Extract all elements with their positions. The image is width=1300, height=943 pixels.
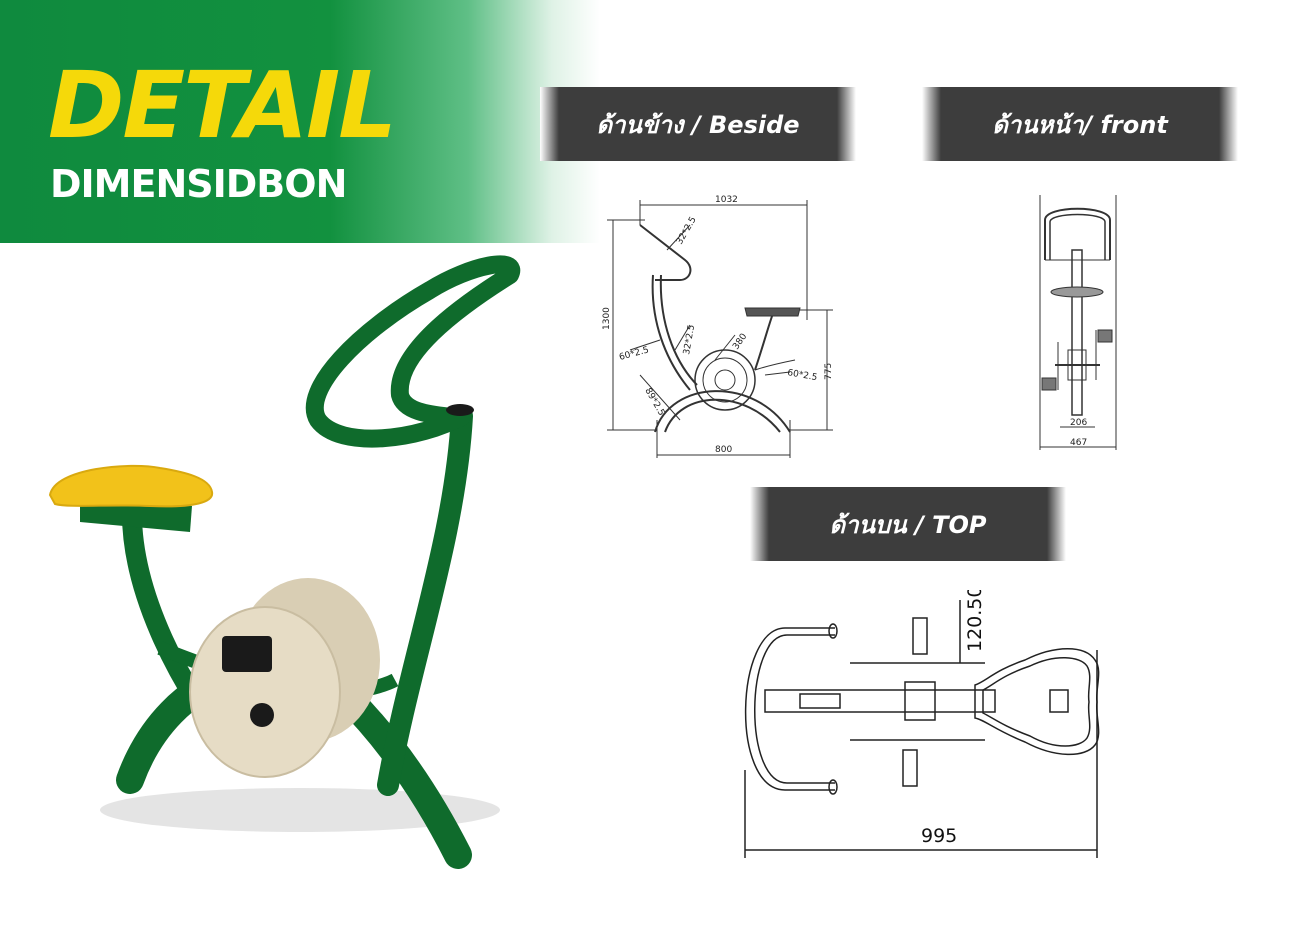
front-view-drawing: 206 467: [1039, 195, 1117, 450]
side-view-label: ด้านข้าง / Beside: [540, 87, 856, 161]
svg-text:32*2.5: 32*2.5: [682, 324, 697, 356]
side-view-drawing: 1032 1300 800 775 32*2.5 32*2.5 380 60*2…: [602, 195, 834, 458]
header-banner: [0, 0, 600, 243]
top-view-drawing: 995 120.50: [744, 590, 1100, 858]
svg-text:1032: 1032: [715, 195, 738, 205]
svg-text:775: 775: [824, 363, 834, 380]
page-title: DETAIL: [48, 52, 397, 159]
svg-text:60*2.5: 60*2.5: [618, 345, 650, 362]
front-view-label: ด้านหน้า/ front: [922, 87, 1238, 161]
svg-text:206: 206: [1070, 418, 1087, 428]
exercise-bike-render: [48, 255, 521, 869]
svg-text:380: 380: [731, 332, 749, 352]
page-subtitle: DIMENSIDBON: [50, 162, 347, 206]
svg-text:32*2.5: 32*2.5: [675, 215, 699, 246]
svg-text:89*2.5: 89*2.5: [642, 387, 666, 418]
svg-text:995: 995: [921, 825, 957, 847]
svg-text:1300: 1300: [602, 307, 612, 330]
svg-text:800: 800: [715, 445, 732, 455]
svg-text:120.50: 120.50: [964, 590, 986, 652]
top-view-label: ด้านบน / TOP: [750, 487, 1066, 561]
svg-text:467: 467: [1070, 438, 1087, 448]
svg-text:60*2.5: 60*2.5: [786, 368, 818, 383]
